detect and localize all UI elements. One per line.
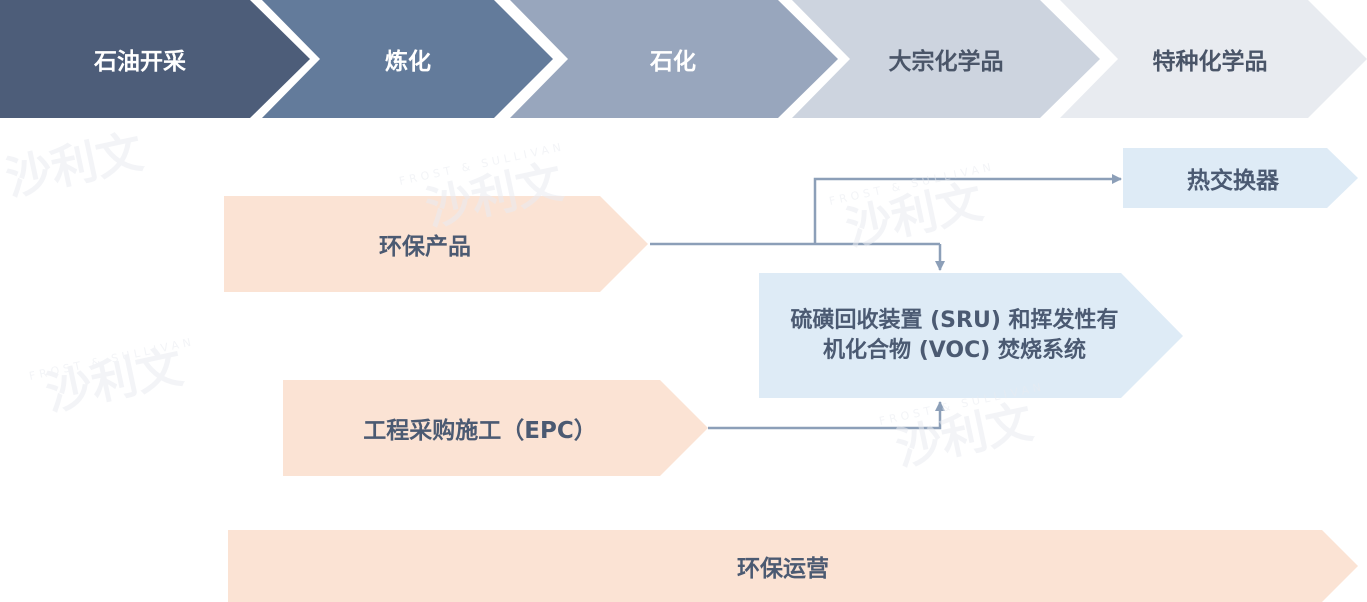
epc-shape: [283, 380, 708, 476]
chain-stage-3-shape: [510, 0, 838, 118]
connector-epc-to-sru: [708, 401, 945, 430]
watermark-cn: 沙利文: [1, 124, 147, 206]
env-operation-shape: [228, 530, 1358, 602]
chain-stage-2-shape: [262, 0, 553, 118]
chain-stage-1-shape: [0, 0, 310, 118]
chain-stage-5-shape: [1060, 0, 1367, 118]
env-products-shape: [224, 196, 648, 292]
heat-exchanger-shape: [1123, 148, 1358, 208]
sru-voc-shape: [759, 273, 1183, 398]
connector-to-heat-exchanger: [813, 174, 1122, 244]
chain-stage-4-shape: [792, 0, 1100, 118]
